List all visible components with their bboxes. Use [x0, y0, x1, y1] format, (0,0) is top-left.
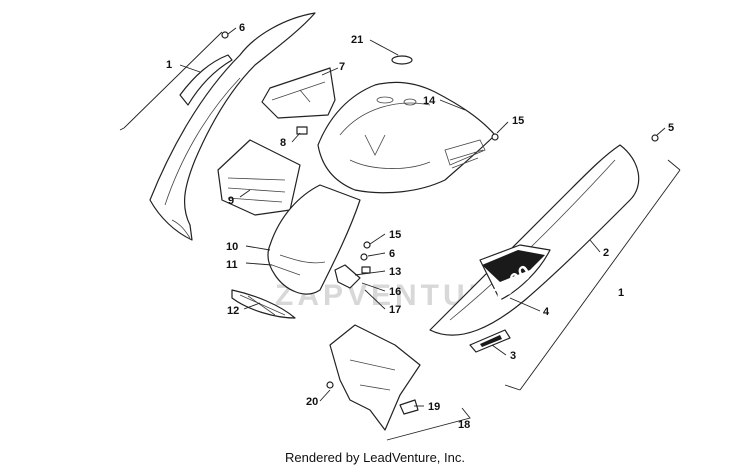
lower-nose: [267, 184, 361, 295]
left-side-panel: [149, 12, 316, 241]
callout-12: 12: [227, 305, 239, 317]
badge: [469, 329, 511, 353]
windshield-plate: [261, 67, 336, 119]
callout-13: 13: [389, 266, 401, 278]
clip-8: [296, 126, 308, 135]
callout-7: 7: [339, 61, 345, 73]
belly-pan: [329, 324, 421, 431]
group-bracket-1b: [519, 169, 681, 391]
callout-1: 1: [166, 59, 172, 71]
callout-3: 3: [510, 350, 516, 362]
fastener-6b: [360, 253, 368, 261]
callout-17: 17: [389, 304, 401, 316]
callout-5: 5: [668, 122, 674, 134]
callout-8: 8: [280, 137, 286, 149]
callout-16: 16: [389, 286, 401, 298]
callout-19: 19: [428, 401, 440, 413]
render-credit: Rendered by LeadVenture, Inc.: [285, 450, 465, 465]
main-hood: [317, 81, 496, 194]
leader-lines: [179, 27, 666, 407]
callout-2: 2: [603, 247, 609, 259]
right-side-panel: 7000: [429, 144, 640, 336]
cap-21: [391, 55, 413, 65]
callout-4: 4: [543, 306, 550, 318]
callout-9: 9: [228, 195, 234, 207]
callout-1-right: 1: [618, 287, 624, 299]
callout-15-lower: 15: [389, 229, 401, 241]
fastener-19: [399, 399, 419, 415]
bracket-parts: [334, 264, 371, 289]
callout-11: 11: [226, 259, 238, 271]
fastener-15a: [491, 133, 499, 141]
callout-6-lower: 6: [389, 248, 395, 260]
fastener-15b: [363, 241, 371, 249]
group-bracket-18: [386, 407, 471, 441]
fastener-20: [326, 381, 334, 389]
fastener-5: [651, 134, 659, 142]
callout-14: 14: [423, 95, 436, 107]
callout-15: 15: [512, 115, 524, 127]
callout-21: 21: [351, 34, 363, 46]
callout-20: 20: [306, 396, 318, 408]
fastener-6a: [221, 31, 229, 39]
callout-6: 6: [239, 22, 245, 34]
callout-10: 10: [226, 241, 238, 253]
mesh-grille: [231, 289, 296, 319]
callout-18: 18: [458, 419, 470, 431]
group-bracket-1a: [123, 31, 223, 129]
